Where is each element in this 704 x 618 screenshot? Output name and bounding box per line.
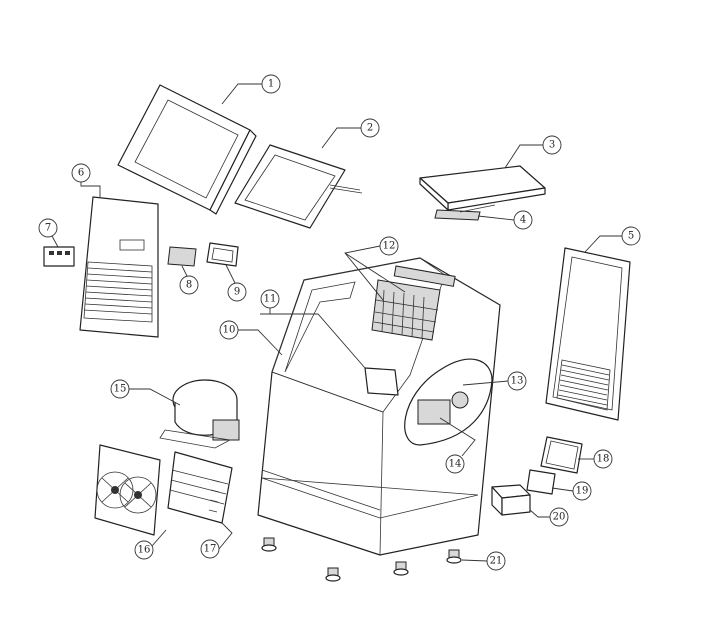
callout-15: 15 xyxy=(110,379,181,406)
callout-label: 13 xyxy=(511,376,524,387)
callout-10: 10 xyxy=(219,320,283,356)
callout-3: 3 xyxy=(504,135,562,169)
callout-label: 4 xyxy=(520,215,526,226)
part-19-board xyxy=(526,469,556,495)
callout-20: 20 xyxy=(529,507,569,527)
callout-9: 9 xyxy=(225,264,247,302)
callout-1: 1 xyxy=(221,74,281,105)
part-21-caster-feet xyxy=(261,537,462,582)
callout-16: 16 xyxy=(134,529,167,560)
callout-4: 4 xyxy=(477,210,533,230)
part-18-cover-plate xyxy=(540,436,583,474)
callout-label: 1 xyxy=(268,79,274,90)
callout-12: 12 xyxy=(344,236,406,301)
callout-label: 17 xyxy=(204,544,217,555)
callout-label: 16 xyxy=(138,545,151,556)
callout-19: 19 xyxy=(551,481,592,501)
part-4-hinge xyxy=(434,204,496,221)
callout-8: 8 xyxy=(179,265,199,295)
part-2-inner-lid xyxy=(234,144,363,229)
part-20-box xyxy=(491,484,531,516)
part-16-fan-panel xyxy=(94,444,161,536)
callout-label: 7 xyxy=(45,223,51,234)
callout-label: 9 xyxy=(234,287,240,298)
callout-14: 14 xyxy=(439,417,476,474)
callout-21: 21 xyxy=(461,551,506,571)
callout-label: 18 xyxy=(597,454,610,465)
callout-label: 3 xyxy=(549,140,555,151)
part-10-cabinet-frame xyxy=(257,257,501,556)
callout-label: 19 xyxy=(576,486,589,497)
part-8-control-board xyxy=(167,246,197,267)
callout-label: 12 xyxy=(383,241,396,252)
callout-label: 20 xyxy=(553,512,566,523)
callout-11: 11 xyxy=(260,289,366,369)
callout-18: 18 xyxy=(578,449,613,469)
callout-label: 11 xyxy=(264,294,277,305)
part-7-control-display xyxy=(43,246,75,267)
callout-label: 14 xyxy=(449,459,462,470)
callout-label: 5 xyxy=(628,231,634,242)
part-1-top-lid xyxy=(117,84,257,215)
callout-label: 15 xyxy=(114,384,127,395)
part-15-compressor xyxy=(159,379,240,449)
callout-5: 5 xyxy=(584,226,641,253)
callout-label: 2 xyxy=(367,123,373,134)
part-3-top-panel xyxy=(419,165,546,211)
part-17-condenser xyxy=(167,451,233,524)
part-5-right-side-panel xyxy=(545,247,631,421)
part-6-front-panel xyxy=(79,196,159,338)
callout-label: 21 xyxy=(490,556,503,567)
callout-label: 6 xyxy=(78,168,84,179)
callout-17: 17 xyxy=(200,522,233,559)
callout-label: 10 xyxy=(223,325,236,336)
callout-2: 2 xyxy=(321,118,380,149)
callout-13: 13 xyxy=(462,371,527,391)
callout-7: 7 xyxy=(38,218,59,248)
callout-6: 6 xyxy=(71,163,101,197)
callout-label: 8 xyxy=(186,280,192,291)
part-9-small-board xyxy=(206,242,239,267)
